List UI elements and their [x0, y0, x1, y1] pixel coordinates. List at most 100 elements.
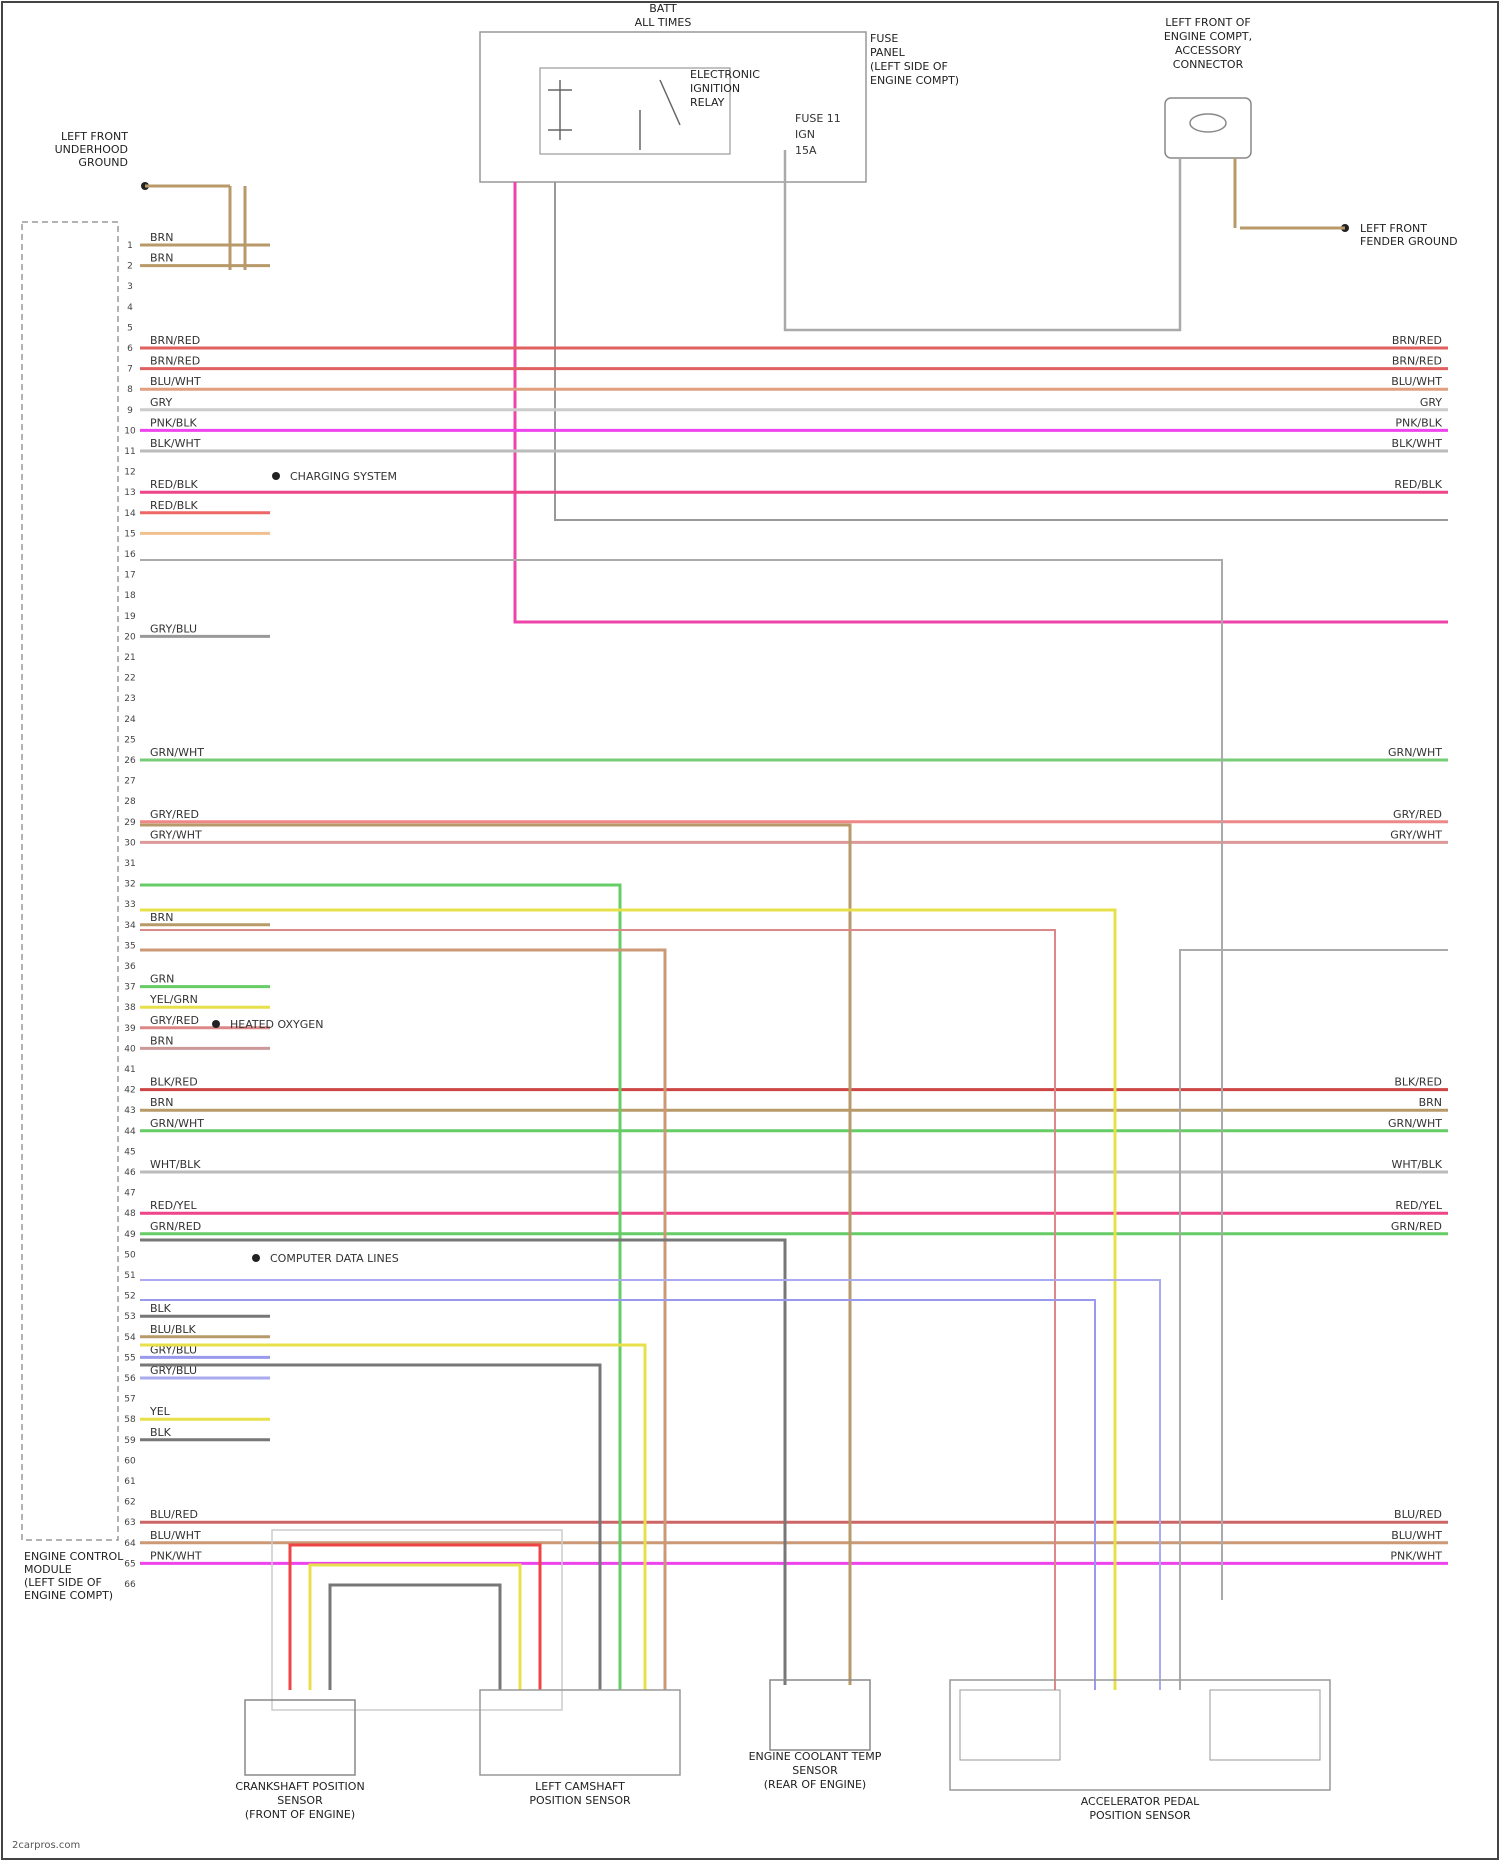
ecm-pin-number: 59 [124, 1436, 136, 1446]
ecm-pin-number: 51 [124, 1271, 135, 1281]
ecm-pin-number: 39 [124, 1024, 136, 1034]
ecm-pin-number: 17 [124, 571, 135, 581]
wire-label-left: BRN [150, 1096, 173, 1109]
bottom-component-label-line: (REAR OF ENGINE) [764, 1778, 866, 1791]
ecm-pin-number: 58 [124, 1415, 136, 1425]
branch-note: COMPUTER DATA LINES [270, 1252, 399, 1265]
wire-label-left: BLU/BLK [150, 1323, 197, 1336]
top-right-connector-label-line: ACCESSORY [1175, 44, 1241, 57]
ecm-pin-number: 13 [124, 488, 135, 498]
ecm-pin-number: 66 [124, 1580, 136, 1590]
ecm-pin-number: 41 [124, 1065, 135, 1075]
wire-label-left: BLU/WHT [150, 1529, 201, 1542]
wire-label-right: GRN/WHT [1388, 746, 1442, 759]
ecm-pin-number: 11 [124, 447, 135, 457]
wire-label-left: BLK [150, 1426, 172, 1439]
wire-label-right: PNK/BLK [1395, 416, 1442, 429]
wire-label-left: YEL/GRN [149, 993, 198, 1006]
ecm-pin-number: 25 [124, 735, 135, 745]
ecm-pin-number: 2 [127, 262, 133, 272]
fuse-panel-label-line: PANEL [870, 46, 906, 59]
ecm-pin-number: 52 [124, 1292, 135, 1302]
ecm-pin-number: 62 [124, 1498, 135, 1508]
ecm-pin-number: 37 [124, 983, 135, 993]
ecm-pin-number: 7 [127, 365, 133, 375]
wire-label-left: BLK/RED [150, 1076, 198, 1089]
ecm-label-line: ENGINE CONTROL [24, 1550, 124, 1563]
wire-label-left: PNK/BLK [150, 416, 197, 429]
fuse-title-line: BATT [649, 2, 677, 15]
wire-label-right: GRY [1420, 396, 1442, 409]
ecm-pin-number: 9 [127, 406, 133, 416]
ecm-pin-number: 23 [124, 694, 135, 704]
ecm-pin-number: 3 [127, 282, 133, 292]
wire-label-right: BLU/WHT [1391, 375, 1442, 388]
wire-label-right: BRN [1419, 1096, 1442, 1109]
wire-label-left: GRN/RED [150, 1220, 201, 1233]
branch-note-dot [212, 1020, 220, 1028]
wire-label-left: GRY [150, 396, 172, 409]
ecm-pin-number: 60 [124, 1456, 136, 1466]
wire-label-left: GRY/BLU [150, 622, 197, 635]
wire-label-left: PNK/WHT [150, 1549, 202, 1562]
ecm-pin-number: 40 [124, 1044, 136, 1054]
ecm-pin-number: 33 [124, 900, 135, 910]
wire-label-right: BLK/RED [1394, 1076, 1442, 1089]
wire-label-right: BLU/WHT [1391, 1529, 1442, 1542]
bottom-component-label-line: ENGINE COOLANT TEMP [749, 1750, 882, 1763]
ecm-pin-number: 8 [127, 385, 133, 395]
branch-note: CHARGING SYSTEM [290, 470, 397, 483]
relay-label-line: ELECTRONIC [690, 68, 760, 81]
ecm-pin-number: 18 [124, 591, 136, 601]
wire-label-left: BRN [150, 231, 173, 244]
branch-note-dot [252, 1254, 260, 1262]
bottom-component-label-line: POSITION SENSOR [529, 1794, 631, 1807]
left-ground-label-line: LEFT FRONT [61, 130, 128, 143]
wire-label-right: RED/BLK [1394, 478, 1442, 491]
ecm-pin-number: 50 [124, 1250, 136, 1260]
left-ground-label-line: GROUND [78, 156, 128, 169]
ecm-pin-number: 20 [124, 632, 136, 642]
ecm-pin-number: 45 [124, 1147, 135, 1157]
ecm-pin-number: 31 [124, 859, 135, 869]
ecm-pin-number: 55 [124, 1353, 135, 1363]
bottom-component-label-line: SENSOR [792, 1764, 838, 1777]
wire-label-left: GRN/WHT [150, 746, 204, 759]
wire-label-right: WHT/BLK [1392, 1158, 1443, 1171]
ecm-pin-number: 10 [124, 426, 136, 436]
fuse-title-line: ALL TIMES [635, 16, 692, 29]
ecm-pin-number: 53 [124, 1312, 135, 1322]
wire-label-right: GRY/RED [1393, 808, 1442, 821]
wire-label-left: RED/BLK [150, 499, 198, 512]
ecm-pin-number: 56 [124, 1374, 136, 1384]
ecm-pin-number: 16 [124, 550, 136, 560]
fuse-panel-label-line: (LEFT SIDE OF [870, 60, 948, 73]
wire-label-right: BLK/WHT [1392, 437, 1443, 450]
ecm-pin-number: 24 [124, 715, 136, 725]
ecm-pin-number: 43 [124, 1106, 135, 1116]
fuse-tag: 15A [795, 144, 817, 157]
wire-label-left: RED/BLK [150, 478, 198, 491]
ecm-pin-number: 57 [124, 1395, 135, 1405]
bottom-component-label-line: SENSOR [277, 1794, 323, 1807]
wire-label-left: BRN/RED [150, 334, 200, 347]
wire-label-right: BRN/RED [1392, 355, 1442, 368]
ecm-pin-number: 28 [124, 797, 136, 807]
ecm-pin-number: 1 [127, 241, 133, 251]
ecm-pin-number: 32 [124, 880, 135, 890]
ecm-pin-number: 5 [127, 323, 133, 333]
ecm-pin-number: 21 [124, 653, 135, 663]
wire-label-left: GRY/WHT [150, 828, 202, 841]
ecm-pin-number: 15 [124, 529, 135, 539]
wire-label-right: PNK/WHT [1390, 1549, 1442, 1562]
top-right-connector-label-line: CONNECTOR [1173, 58, 1244, 71]
wire-label-left: BRN [150, 1034, 173, 1047]
bottom-component-label-line: ACCELERATOR PEDAL [1081, 1795, 1200, 1808]
wire-label-right: BRN/RED [1392, 334, 1442, 347]
relay-label-line: RELAY [690, 96, 725, 109]
wire-label-left: RED/YEL [150, 1199, 197, 1212]
wire-label-right: RED/YEL [1395, 1199, 1442, 1212]
ecm-label-line: ENGINE COMPT) [24, 1589, 113, 1602]
bottom-component-label-line: (FRONT OF ENGINE) [245, 1808, 355, 1821]
